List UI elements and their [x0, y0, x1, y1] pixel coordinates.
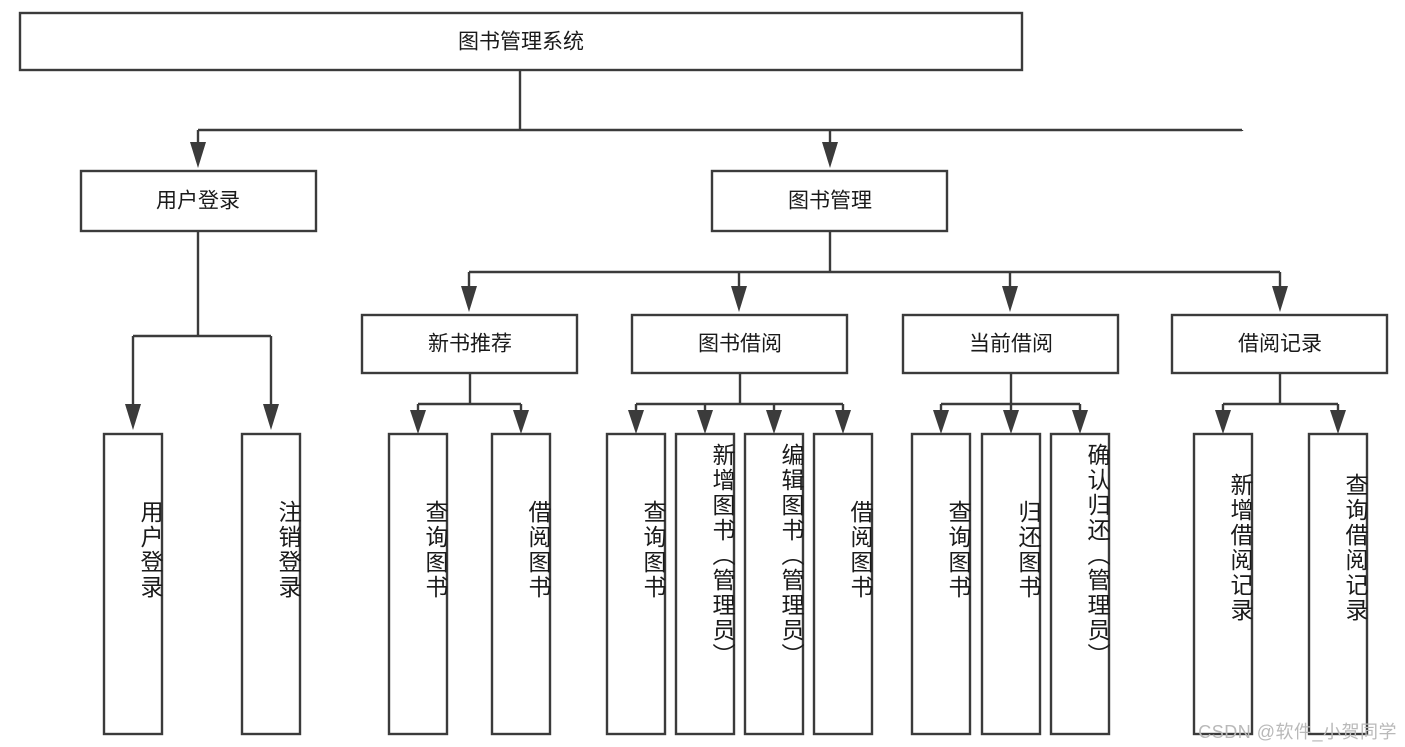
- leaf-box[interactable]: [812, 432, 874, 736]
- node-user-login-label: 用户登录: [156, 190, 240, 213]
- arrow-head-icon: [513, 410, 529, 434]
- connector-book-management-to-level2: [461, 231, 1288, 312]
- arrow-head-icon: [628, 410, 644, 434]
- leaf-box[interactable]: [102, 432, 164, 736]
- arrow-head-icon: [731, 286, 747, 312]
- arrow-head-icon: [697, 410, 713, 434]
- node-user-login[interactable]: 用户登录: [79, 169, 318, 233]
- leaf-box[interactable]: [1307, 432, 1369, 736]
- arrow-head-icon: [1215, 410, 1231, 434]
- leaf-box[interactable]: [240, 432, 302, 736]
- node-root-label: 图书管理系统: [458, 31, 584, 54]
- arrow-head-icon: [190, 142, 206, 168]
- leaf-box[interactable]: [980, 432, 1042, 736]
- arrow-head-icon: [125, 404, 141, 430]
- connector-current-borrow-to-leaves: [933, 373, 1088, 434]
- node-new-book-recommend-label: 新书推荐: [428, 333, 512, 356]
- leaf-box[interactable]: [743, 432, 805, 736]
- node-current-borrow-label: 当前借阅: [969, 333, 1053, 356]
- node-book-borrow-label: 图书借阅: [698, 333, 782, 356]
- watermark-text: CSDN @软件_小贺同学: [1198, 722, 1397, 742]
- leaf-box[interactable]: [490, 432, 552, 736]
- leaf-box[interactable]: [1049, 432, 1111, 736]
- leaf-box[interactable]: [910, 432, 972, 736]
- arrow-head-icon: [461, 286, 477, 312]
- node-borrow-record[interactable]: 借阅记录: [1170, 313, 1389, 375]
- leaf-box[interactable]: [1192, 432, 1254, 736]
- connector-root-to-level1: [190, 70, 1244, 168]
- node-book-management-label: 图书管理: [788, 190, 872, 213]
- arrow-head-icon: [766, 410, 782, 434]
- arrow-head-icon: [410, 410, 426, 434]
- connector-book-borrow-to-leaves: [628, 373, 851, 434]
- node-new-book-recommend[interactable]: 新书推荐: [360, 313, 579, 375]
- arrow-head-icon: [1002, 286, 1018, 312]
- arrow-head-icon: [835, 410, 851, 434]
- leaf-box[interactable]: [674, 432, 736, 736]
- connector-borrow-record-to-leaves: [1215, 373, 1346, 434]
- node-book-borrow[interactable]: 图书借阅: [630, 313, 849, 375]
- arrow-head-icon: [1272, 286, 1288, 312]
- node-root[interactable]: 图书管理系统: [18, 11, 1024, 72]
- arrow-head-icon: [1003, 410, 1019, 434]
- node-current-borrow[interactable]: 当前借阅: [901, 313, 1120, 375]
- node-book-management[interactable]: 图书管理: [710, 169, 949, 233]
- arrow-head-icon: [1330, 410, 1346, 434]
- connector-new-book-recommend-to-leaves: [410, 373, 529, 434]
- leaf-box[interactable]: [605, 432, 667, 736]
- arrow-head-icon: [263, 404, 279, 430]
- connector-user-login-to-leaves: [125, 231, 279, 430]
- leaf-box[interactable]: [387, 432, 449, 736]
- arrow-head-icon: [1072, 410, 1088, 434]
- node-borrow-record-label: 借阅记录: [1238, 333, 1322, 356]
- arrow-head-icon: [822, 142, 838, 168]
- arrow-head-icon: [933, 410, 949, 434]
